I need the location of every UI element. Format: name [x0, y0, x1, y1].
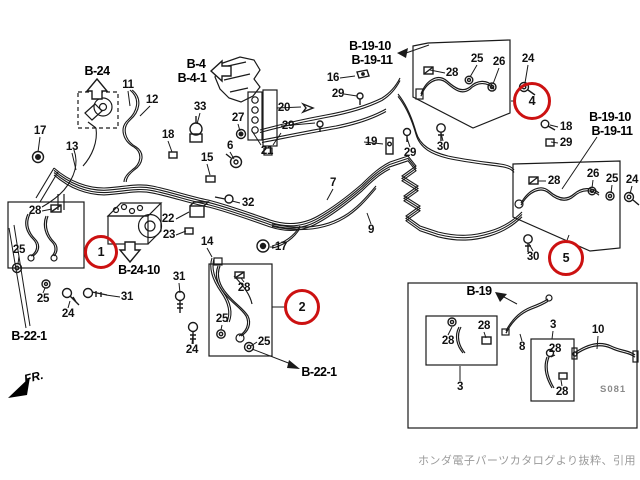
part-number-label: 7 [329, 177, 337, 189]
assembly-ref-label: B-4 [186, 57, 206, 71]
reference-arrows [8, 48, 507, 398]
part-number-label: 18 [161, 129, 175, 141]
circled-callout-number: 5 [562, 251, 570, 265]
component-drawings [25, 56, 639, 389]
fr-direction-arrow-icon [8, 377, 30, 398]
part-number-label: 22 [161, 213, 175, 225]
circled-callout-number: 1 [97, 245, 105, 259]
assembly-ref-label: B-19-11 [351, 53, 393, 67]
part-number-label: 28 [28, 205, 42, 217]
part-number-label: 3 [456, 381, 464, 393]
part-number-label: 25 [470, 53, 484, 65]
assembly-ref-label: B-24 [84, 64, 110, 78]
part-number-label: 10 [591, 324, 605, 336]
part-number-label: 31 [120, 291, 134, 303]
circled-callout-number: 2 [298, 300, 306, 314]
assembly-ref-label: B-22-1 [301, 365, 337, 379]
b19-arrow-icon [495, 292, 507, 302]
part-number-label: 15 [200, 152, 214, 164]
group-boxes [7, 39, 638, 429]
part-number-label: 13 [65, 141, 79, 153]
part-number-label: 19 [364, 136, 378, 148]
part-number-label: 25 [215, 313, 229, 325]
b4-left-arrow-icon [209, 59, 232, 83]
part-number-label: 30 [436, 141, 450, 153]
part-number-label: 9 [367, 224, 375, 236]
assembly-ref-label: B-19-10 [589, 110, 631, 124]
part-number-label: 21 [260, 145, 274, 157]
part-number-label: 26 [586, 168, 600, 180]
b19-10-arrow-icon [397, 48, 408, 58]
part-number-label: 29 [281, 120, 295, 132]
part-number-label: 32 [241, 197, 255, 209]
callout-circle [284, 289, 320, 325]
part-number-label: 28 [445, 67, 459, 79]
assembly-ref-label: B-19 [466, 284, 492, 298]
part-number-label: 26 [492, 56, 506, 68]
part-number-label: 24 [625, 174, 639, 186]
callout-circle [84, 235, 118, 269]
assembly-box-1 [7, 201, 85, 269]
assembly-box-rear [407, 282, 638, 429]
callout-circle [548, 240, 584, 276]
sheet-code: S081 [600, 384, 627, 395]
part-number-label: 25 [12, 244, 26, 256]
circled-callout-number: 4 [528, 94, 536, 108]
part-number-label: 28 [237, 282, 251, 294]
assembly-ref-label: B-22-1 [11, 329, 47, 343]
part-number-label: 33 [193, 101, 207, 113]
assembly-box-5 [512, 160, 621, 252]
part-number-label: 3 [549, 319, 557, 331]
part-number-label: 17 [33, 125, 47, 137]
part-number-label: 17 [274, 241, 288, 253]
part-glyphs [11, 66, 640, 380]
part-number-label: 24 [61, 308, 75, 320]
assembly-ref-label: B-19-10 [349, 39, 391, 53]
valve-dashed-box [77, 91, 119, 129]
assembly-box-4 [412, 39, 511, 129]
attribution-text: ホンダ電子パーツカタログより抜粋、引用 [417, 455, 636, 467]
b24-10-down-arrow-icon [118, 241, 142, 264]
part-number-label: 28 [555, 386, 569, 398]
part-number-label: 20 [277, 102, 291, 114]
part-number-label: 29 [403, 147, 417, 159]
part-number-label: 8 [518, 341, 526, 353]
part-number-label: 28 [477, 320, 491, 332]
part-number-label: 29 [559, 137, 573, 149]
b24-up-arrow-icon [85, 77, 109, 100]
part-number-label: 31 [172, 271, 186, 283]
b22-1-arrow-icon [287, 360, 300, 369]
part-number-label: 6 [226, 140, 234, 152]
callout-circle [513, 82, 551, 120]
assembly-ref-label: B-19-11 [591, 124, 633, 138]
assembly-box-3-left [425, 315, 498, 366]
part-number-label: 28 [441, 335, 455, 347]
assembly-box-2 [208, 263, 273, 357]
part-number-label: 28 [547, 175, 561, 187]
part-number-label: 23 [162, 229, 176, 241]
part-number-label: 16 [326, 72, 340, 84]
assembly-ref-label: B-24-10 [118, 263, 160, 277]
part-number-label: 29 [331, 88, 345, 100]
part-number-label: 27 [231, 112, 245, 124]
part-number-label: 11 [122, 79, 134, 91]
part-number-label: 25 [605, 173, 619, 185]
assembly-ref-label: B-4-1 [177, 71, 207, 85]
part-number-label: 25 [36, 293, 50, 305]
part-number-label: 24 [521, 53, 535, 65]
part-number-label: 12 [145, 94, 159, 106]
part-number-label: 25 [257, 336, 271, 348]
part-number-label: 14 [200, 236, 214, 248]
part-number-label: 30 [526, 251, 540, 263]
part-number-label: 18 [559, 121, 573, 133]
brake-pipes [35, 77, 523, 323]
part-number-label: 28 [548, 343, 562, 355]
part-number-label: 24 [185, 344, 199, 356]
